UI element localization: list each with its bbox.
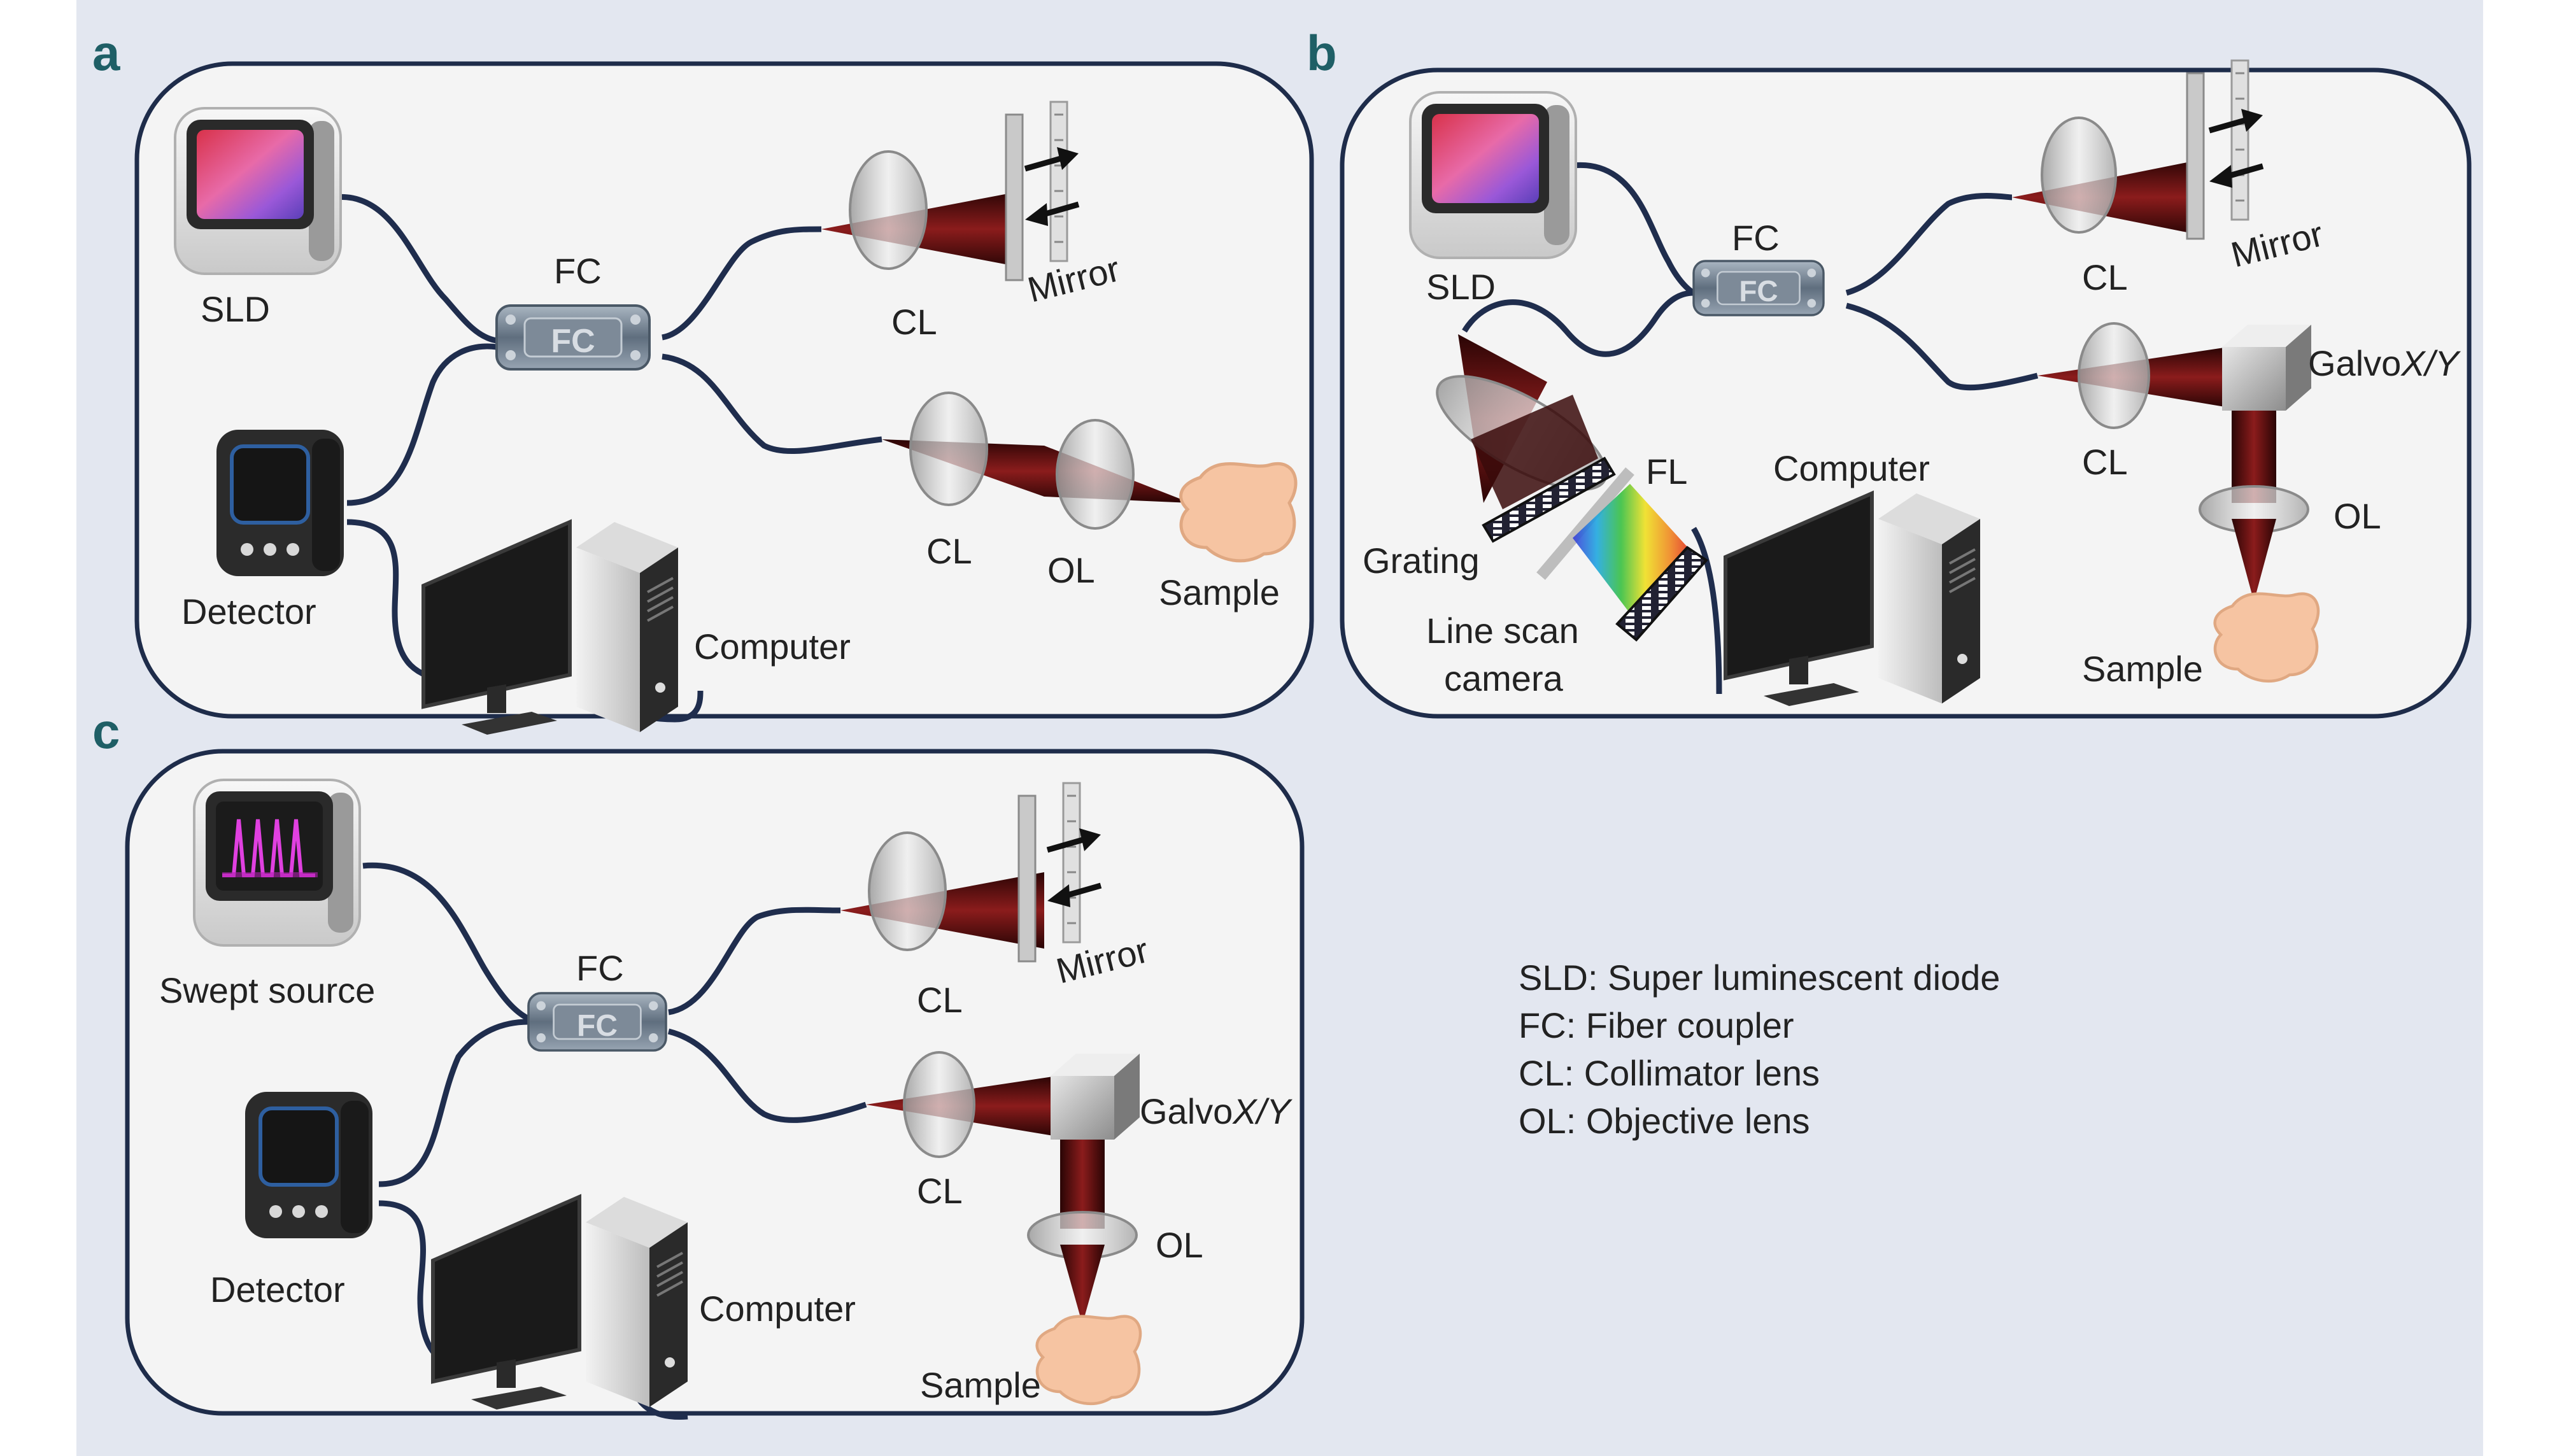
- panel-b-sample-label: Sample: [2082, 649, 2203, 689]
- panel-c-focused-beam: [1060, 1245, 1105, 1324]
- panel-c-sample-icon: [1037, 1317, 1140, 1404]
- panel-b-galvo-icon: [2222, 325, 2311, 411]
- panel-c-sample-collimator-lens: [903, 1051, 975, 1158]
- panel-c-galvo-icon: [1051, 1054, 1140, 1140]
- panel-a-computer-label: Computer: [694, 626, 851, 667]
- panel-b-camera-label-line1: Line scan: [1426, 611, 1579, 651]
- panel-b-sld-icon: [1409, 91, 1577, 259]
- panel-c-ref-collimator-label: CL: [917, 980, 963, 1020]
- panel-c-coupler-label: FC: [576, 948, 624, 988]
- panel-c-galvo-label: GalvoX/Y: [1140, 1091, 1293, 1131]
- panel-a-objective-label: OL: [1047, 550, 1095, 590]
- panel-a-sample-icon: [1181, 463, 1296, 560]
- panel-b-focusing-lens-label: FL: [1646, 451, 1687, 491]
- panel-c-coupler-badge: FC: [577, 1009, 618, 1043]
- panel-b-vertical-beam: [2232, 411, 2276, 503]
- panel-b-sld-label: SLD: [1426, 267, 1496, 307]
- panel-b-coupler-label: FC: [1732, 218, 1780, 258]
- panel-b-letter: b: [1307, 25, 1337, 81]
- panel-b-sample-collimator-lens: [2078, 322, 2150, 429]
- panel-c-detector-label: Detector: [210, 1269, 345, 1310]
- panel-b-focusing-lens: [1536, 467, 1634, 580]
- panel-b-line-scan-camera-icon: [1615, 546, 1709, 642]
- panel-a-sample-label: Sample: [1159, 572, 1280, 612]
- panel-c-ref-collimator-lens: [868, 831, 947, 951]
- panel-a-letter: a: [92, 25, 120, 81]
- panel-a-detector-label: Detector: [181, 591, 316, 632]
- panel-b-ref-collimator-label: CL: [2082, 257, 2128, 297]
- panel-c-detector-icon: [245, 1092, 372, 1238]
- panel-a-coupler-label: FC: [554, 251, 602, 291]
- panel-b-sample-collimator-label: CL: [2082, 442, 2128, 482]
- panel-c-objective-label: OL: [1156, 1225, 1203, 1265]
- panel-c: c Swept source Detector FC FC CL Mirror …: [92, 703, 1305, 1420]
- panel-b-camera-label-line2: camera: [1444, 658, 1564, 698]
- panel-c-letter: c: [92, 703, 120, 759]
- panel-b-focused-beam: [2232, 519, 2276, 602]
- panel-a: a SLD Detector FC FC CL Mirror CL OL: [92, 25, 1314, 735]
- panel-b: b SLD FC FC CL Mirror CL GalvoX/Y: [1307, 25, 2472, 719]
- legend: SLD: Super luminescent diode FC: Fiber c…: [1519, 958, 2000, 1141]
- panel-c-computer-label: Computer: [699, 1289, 856, 1329]
- panel-a-ref-collimator-label: CL: [891, 302, 937, 342]
- panel-b-coupler-badge: FC: [1739, 274, 1778, 307]
- panel-a-ref-collimator-lens: [849, 150, 928, 270]
- panel-b-objective-label: OL: [2334, 496, 2381, 536]
- panel-b-computer-label: Computer: [1773, 448, 1930, 488]
- panel-c-sample-collimator-label: CL: [917, 1171, 963, 1211]
- panel-a-objective-lens: [1056, 419, 1135, 530]
- panel-b-galvo-label: GalvoX/Y: [2308, 343, 2461, 383]
- panel-a-sld-icon: [174, 107, 342, 275]
- panel-a-coupler-badge: FC: [551, 323, 595, 360]
- panel-a-fibers: [334, 194, 882, 723]
- legend-item-ol: OL: Objective lens: [1519, 1101, 1810, 1141]
- panel-a-sld-label: SLD: [201, 289, 270, 329]
- legend-item-cl: CL: Collimator lens: [1519, 1053, 1820, 1093]
- panel-c-source-label: Swept source: [159, 970, 375, 1010]
- legend-item-sld: SLD: Super luminescent diode: [1519, 958, 2000, 998]
- panel-a-detector-icon: [216, 430, 344, 576]
- panel-b-grating-icon: [1482, 456, 1616, 543]
- panel-c-sample-label: Sample: [920, 1365, 1041, 1405]
- panel-a-sample-collimator-label: CL: [926, 531, 972, 571]
- legend-item-fc: FC: Fiber coupler: [1519, 1005, 1794, 1045]
- panel-b-ref-collimator-lens: [2041, 117, 2117, 234]
- panel-c-swept-source-icon: [194, 780, 360, 945]
- panel-a-sample-collimator-lens: [909, 392, 988, 506]
- panel-b-sample-icon: [2215, 594, 2318, 681]
- panel-b-grating-label: Grating: [1363, 541, 1480, 581]
- panel-b-fibers: [1462, 162, 2039, 695]
- panel-c-vertical-beam: [1060, 1140, 1105, 1229]
